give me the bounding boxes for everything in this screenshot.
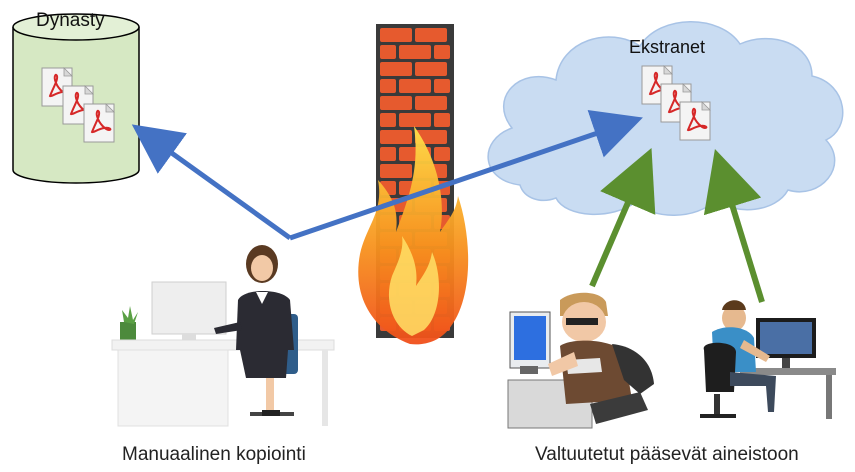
firewall-brick (399, 45, 431, 59)
remote-user-icon (700, 300, 836, 419)
firewall-brick (434, 45, 450, 59)
firewall-brick (380, 62, 412, 76)
firewall-brick (380, 113, 396, 127)
firewall-brick (415, 96, 447, 110)
manual-copy-caption: Manuaalinen kopiointi (122, 444, 306, 465)
firewall-brick (399, 79, 431, 93)
access-arrow-right (703, 149, 765, 303)
authorized-access-caption: Valtuutetut pääsevät aineistoon (535, 444, 799, 465)
access-arrow-left (589, 147, 656, 288)
firewall-brick (380, 164, 412, 178)
firewall-brick (380, 96, 412, 110)
pdf-document-icon (679, 101, 711, 141)
copy-to-database-arrow (131, 124, 292, 241)
firewall-brick (380, 79, 396, 93)
hacker-icon (507, 292, 654, 429)
firewall-brick (434, 79, 450, 93)
firewall-brick (380, 28, 412, 42)
extranet-label: Ekstranet (629, 37, 706, 57)
flame-icon (358, 126, 469, 345)
firewall-brick (399, 113, 431, 127)
firewall-brick (415, 28, 447, 42)
office-worker-icon (111, 245, 335, 427)
database-label: Dynasty (36, 10, 105, 31)
firewall-brick (380, 147, 396, 161)
firewall-brick (380, 45, 396, 59)
firewall-brick (434, 113, 450, 127)
pdf-document-icon (83, 103, 115, 143)
firewall-brick (415, 62, 447, 76)
copy-to-extranet-arrow (289, 110, 643, 241)
firewall-brick (434, 147, 450, 161)
firewall-brick (380, 130, 412, 144)
